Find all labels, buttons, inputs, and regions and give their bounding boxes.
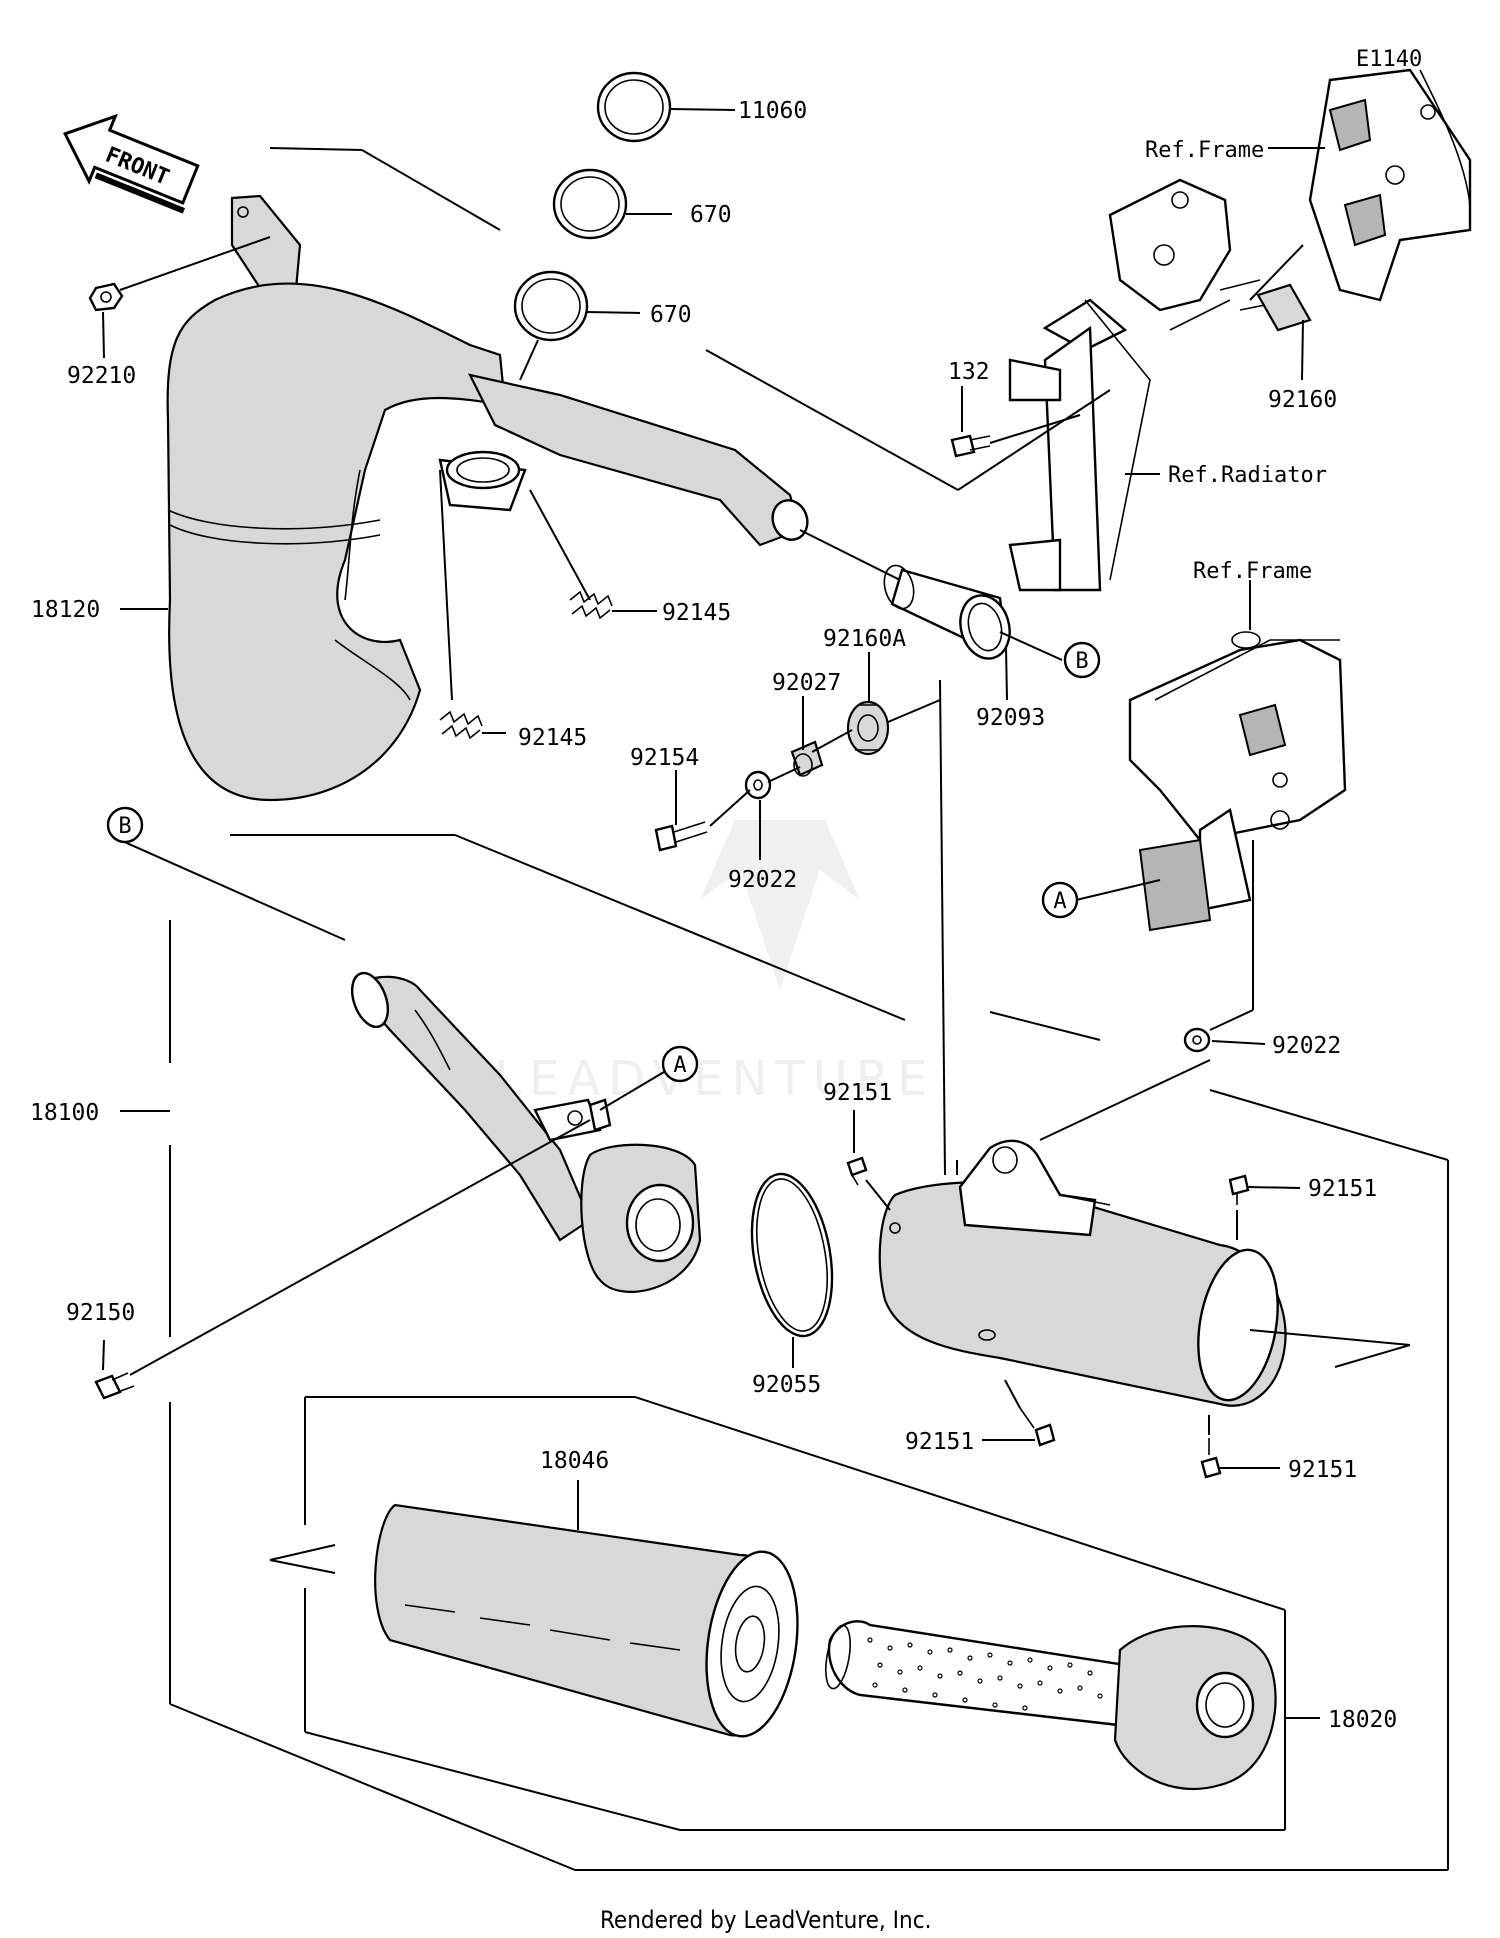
callout-92022-a: 92022 [728, 867, 797, 893]
washer-92022-b [1183, 1027, 1211, 1053]
callout-92151-a: 92151 [823, 1080, 892, 1106]
gasket-92055 [750, 1172, 834, 1338]
frame-top-right [1308, 68, 1472, 302]
head-pipe-18100 [350, 971, 702, 1293]
silencer-18020 [878, 1139, 1287, 1407]
spring-92145-b [439, 710, 483, 740]
connector-b-left [106, 806, 144, 844]
connector-a-right [1041, 881, 1079, 919]
callout-670-a: 670 [690, 202, 732, 228]
o-ring-11060 [596, 71, 672, 143]
screw-92151-d [1200, 1438, 1222, 1479]
callout-92145-a: 92145 [662, 600, 731, 626]
collar-92027 [790, 740, 824, 777]
flange-nut-92210 [88, 282, 124, 312]
core-perforations [867, 1637, 1103, 1711]
radiator-bracket [1008, 178, 1261, 592]
connector-a-left-label: A [673, 1053, 686, 1078]
svg-text:LEADVENTURE: LEADVENTURE [494, 1051, 935, 1107]
callout-18120: 18120 [31, 597, 100, 623]
callout-92160: 92160 [1268, 387, 1337, 413]
leadventure-watermark: LEADVENTURE [494, 820, 935, 1107]
ref-frame-top: Ref.Frame [1145, 138, 1264, 163]
callout-92210: 92210 [67, 363, 136, 389]
front-direction-arrow: FRONT [62, 113, 200, 214]
screw-92151-c [1019, 1407, 1056, 1447]
callout-92093: 92093 [976, 705, 1045, 731]
callout-132: 132 [948, 359, 990, 385]
diagram-code: E1140 [1356, 47, 1422, 72]
ref-radiator: Ref.Radiator [1168, 463, 1327, 488]
grommet-92160 [1239, 283, 1312, 332]
muffler-packing-18046 [374, 1503, 799, 1738]
connector-b-top-label: B [1075, 649, 1088, 674]
reference-labels: Ref.Frame Ref.Radiator Ref.Frame [1145, 138, 1327, 584]
callout-18100: 18100 [30, 1100, 99, 1126]
bolt-92154 [654, 821, 708, 852]
part-callout-labels: 11060 670 670 92210 132 92160 18120 9214… [30, 98, 1397, 1733]
callout-92022-b: 92022 [1272, 1033, 1341, 1059]
callout-92027: 92027 [772, 670, 841, 696]
callout-92055: 92055 [752, 1372, 821, 1398]
callout-18020: 18020 [1328, 1707, 1397, 1733]
grommet-92160A [846, 700, 890, 756]
callout-92145-b: 92145 [518, 725, 587, 751]
bolt-92150 [94, 1372, 135, 1400]
footer-credit: Rendered by LeadVenture, Inc. [600, 1906, 931, 1934]
screw-92151-b [1228, 1174, 1250, 1205]
bolt-132 [950, 434, 991, 458]
screw-92151-a [846, 1156, 868, 1186]
washer-92022-a [744, 770, 772, 800]
callout-92151-d: 92151 [1288, 1457, 1357, 1483]
callout-92151-c: 92151 [905, 1429, 974, 1455]
callout-11060: 11060 [738, 98, 807, 124]
connector-a-right-label: A [1053, 889, 1066, 914]
callout-670-b: 670 [650, 302, 692, 328]
connector-b-left-label: B [118, 814, 131, 839]
exhaust-chamber-18120 [166, 194, 809, 802]
pipe-92093 [883, 564, 1011, 660]
frame-mid-right [1128, 631, 1347, 932]
callout-92154: 92154 [630, 745, 699, 771]
gasket-670-a [552, 168, 628, 240]
callout-92150: 92150 [66, 1300, 135, 1326]
ref-frame-mid: Ref.Frame [1193, 559, 1312, 584]
callout-92160A: 92160A [823, 626, 906, 652]
spring-92145-a [569, 590, 613, 620]
perforated-core-and-end-cap [825, 1620, 1277, 1791]
connector-b-top [1063, 641, 1101, 679]
gasket-670-b [513, 270, 589, 342]
connector-a-left [661, 1045, 699, 1083]
callout-18046: 18046 [540, 1448, 609, 1474]
callout-92151-b: 92151 [1308, 1176, 1377, 1202]
